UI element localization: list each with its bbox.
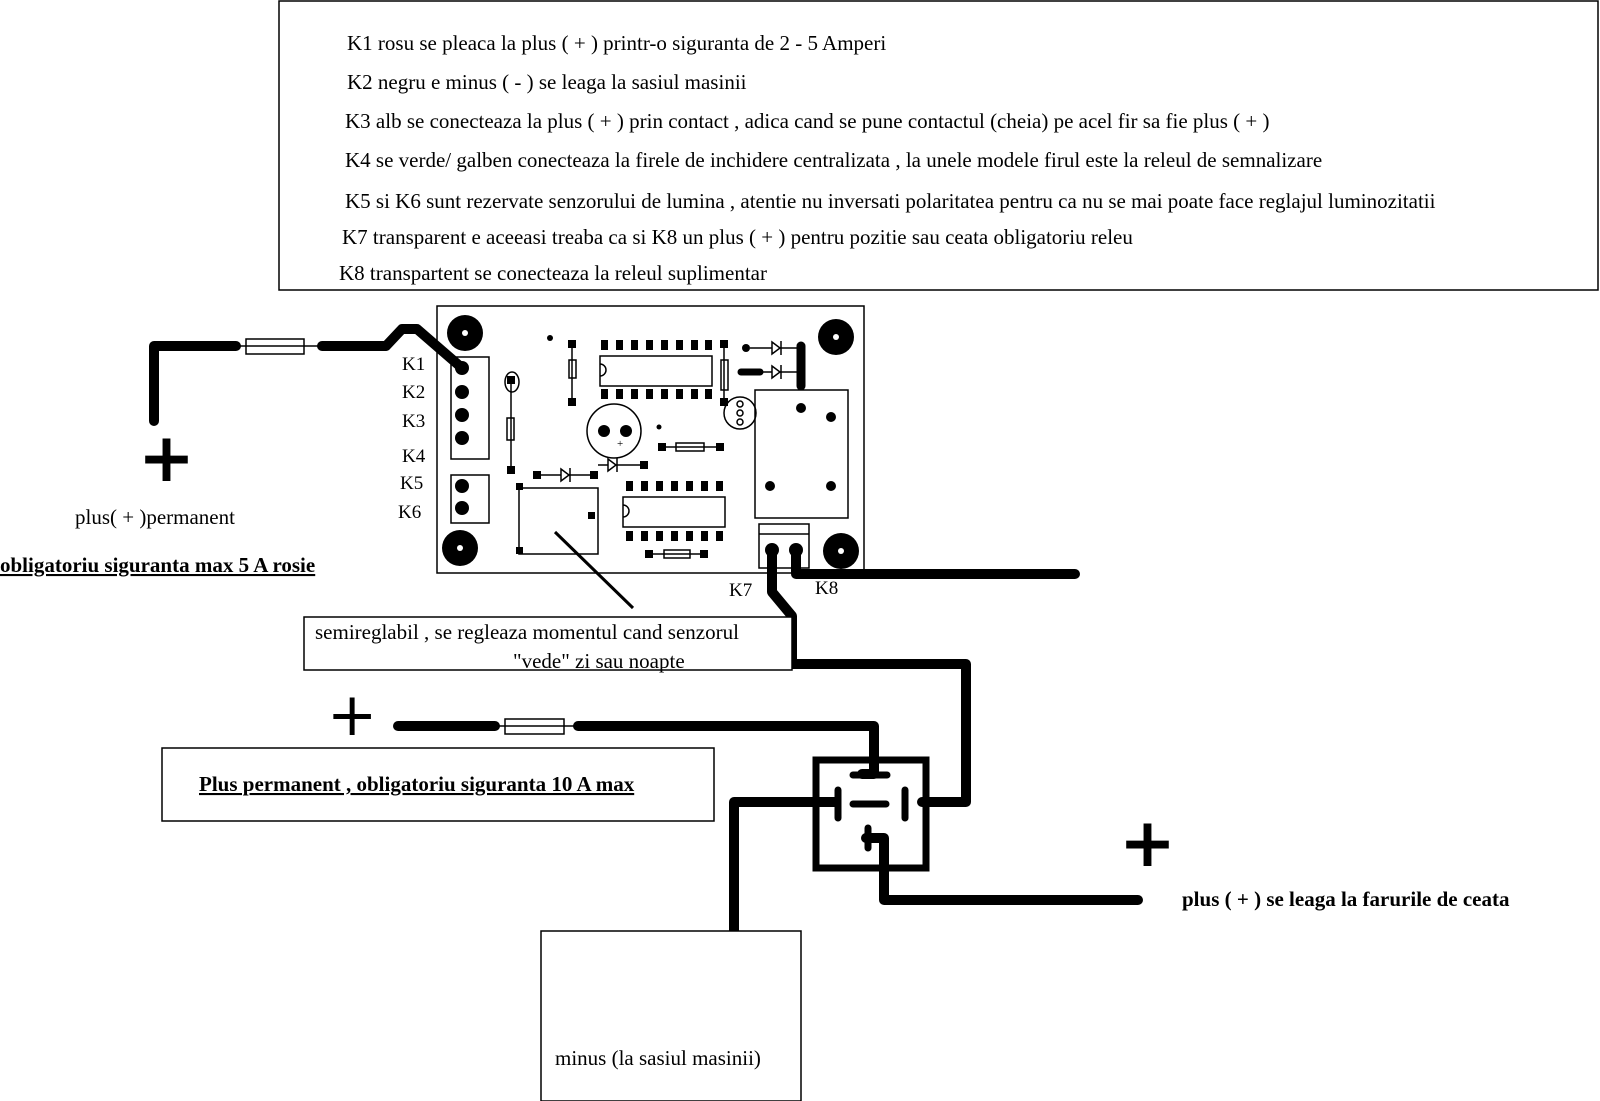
note-k5-k6: K5 si K6 sunt rezervate senzorului de lu…	[345, 189, 1436, 213]
note-k4: K4 se verde/ galben conecteaza la firele…	[345, 148, 1322, 172]
transistor-icon	[723, 396, 757, 430]
relay-icon	[754, 389, 849, 519]
wiring	[149, 324, 1143, 1029]
fuse-icon	[236, 338, 322, 355]
mounting-hole-icon	[442, 315, 859, 569]
pin-label-k7: K7	[729, 580, 752, 601]
note-k1: K1 rosu se pleaca la plus ( + ) printr-o…	[347, 31, 886, 55]
notes-panel: K1 rosu se pleaca la plus ( + ) printr-o…	[278, 0, 1599, 291]
diode-icon	[533, 340, 806, 483]
note-k7: K7 transparent e aceeasi treaba ca si K8…	[342, 225, 1133, 249]
label-fog-lights: plus ( + ) se leaga la farurile de ceata	[1182, 887, 1510, 911]
ground-box: minus (la sasiul masinii)	[540, 930, 802, 1101]
note-k2: K2 negru e minus ( - ) se leaga la sasiu…	[347, 70, 747, 94]
plus-symbol-10a: +	[327, 680, 377, 750]
plus-symbol-k1: +	[138, 419, 195, 498]
resistor-icon	[504, 335, 729, 559]
fuse-icon	[495, 718, 578, 735]
connector-k5-k6	[450, 474, 490, 524]
trimmer-note: semireglabil , se regleaza momentul cand…	[303, 616, 793, 673]
note-k3: K3 alb se conecteaza la plus ( + ) prin …	[345, 109, 1270, 133]
ic-chip-icon	[622, 481, 726, 541]
pin-label-k8: K8	[815, 578, 838, 599]
pin-label-k2: K2	[402, 382, 425, 403]
label-plus-permanent-10a: Plus permanent , obligatoriu siguranta 1…	[199, 772, 635, 796]
relay-icon	[812, 756, 930, 872]
plus-symbol-fog: +	[1119, 804, 1176, 883]
pin-label-k3: K3	[402, 411, 425, 432]
pin-label-k6: K6	[398, 502, 421, 523]
trimmer-note-line1: semireglabil , se regleaza momentul cand…	[315, 620, 739, 644]
pin-label-k5: K5	[400, 473, 423, 494]
plus-permanent-10a-box: Plus permanent , obligatoriu siguranta 1…	[161, 747, 715, 822]
pin-label-k4: K4	[402, 446, 426, 467]
sensor-module-board: K1 K2 K3 K4 K5 K6 K7 K8	[398, 305, 865, 610]
trimmer-icon	[516, 483, 635, 610]
svg-text:+: +	[617, 438, 623, 450]
trimmer-note-line2: "vede" zi sau noapte	[513, 649, 685, 673]
ic-chip-icon	[599, 340, 713, 399]
wire-k1-plus	[149, 341, 241, 426]
capacitor-icon: +	[586, 403, 642, 459]
note-k8: K8 transpartent se conecteaza la releul …	[339, 261, 767, 285]
label-fuse-5a: obligatoriu siguranta max 5 A rosie	[0, 553, 315, 577]
label-ground: minus (la sasiul masinii)	[555, 1046, 761, 1070]
pin-label-k1: K1	[402, 354, 425, 375]
label-plus-permanent: plus( + )permanent	[75, 505, 235, 529]
